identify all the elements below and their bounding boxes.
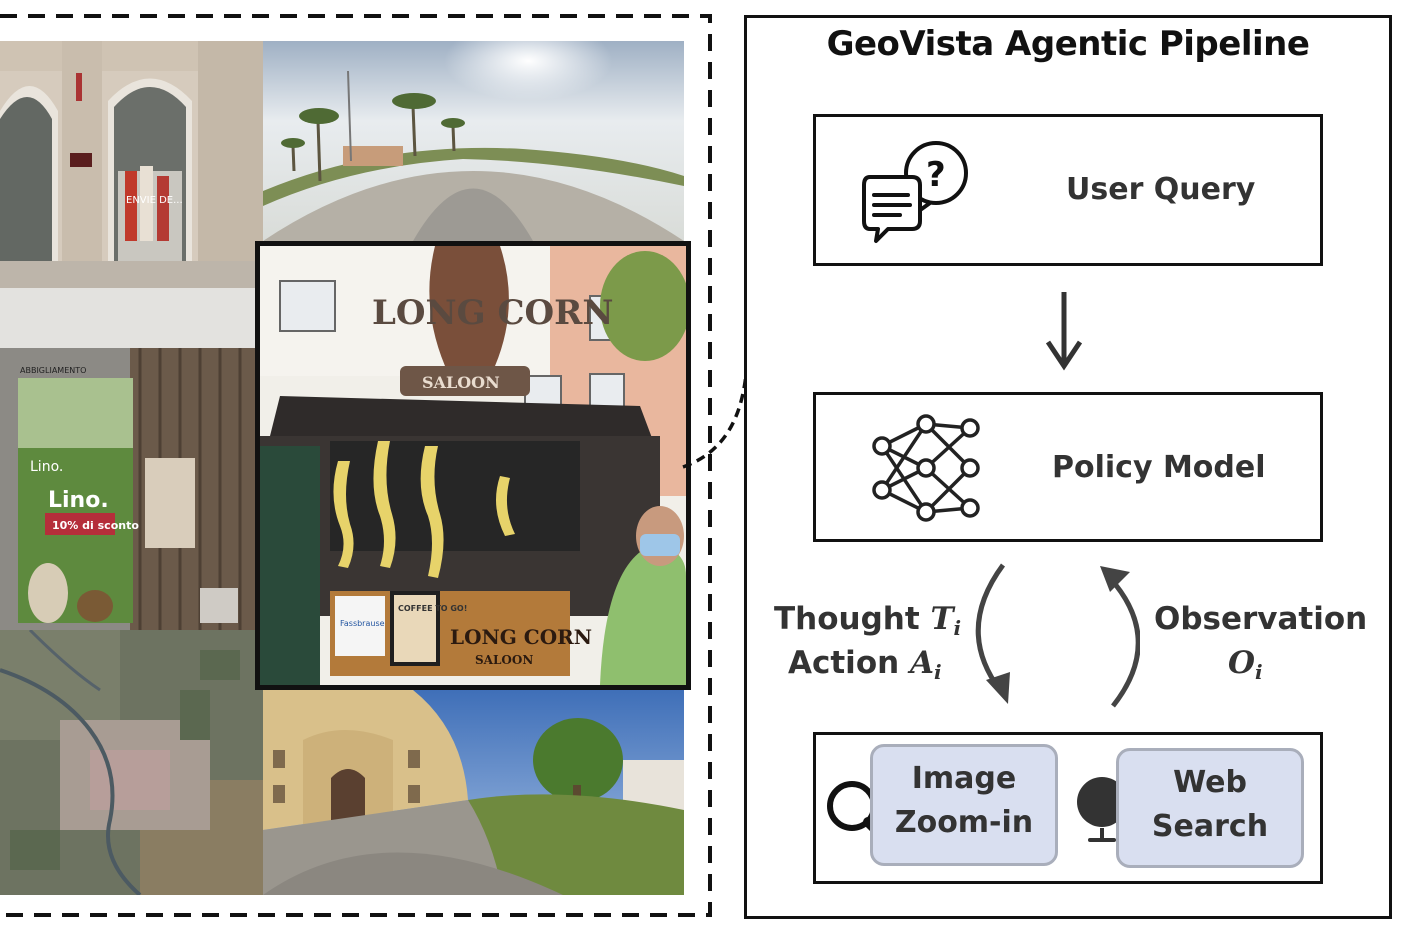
observation-symbol: O (1228, 645, 1256, 681)
thought-subscript: i (953, 616, 962, 640)
observation-label: Observation (1154, 601, 1368, 637)
photo-storefront: ENVIE DE... (0, 41, 263, 288)
lino-promo-text: 10% di sconto (52, 519, 139, 532)
chat-question-icon: ? (862, 141, 968, 243)
policy-model-label: Policy Model (1052, 450, 1266, 485)
pipeline-title: GeoVista Agentic Pipeline (826, 24, 1310, 64)
photo-panorama-palms (263, 41, 684, 241)
web-search-line2: Search (1151, 809, 1269, 844)
collage-dashed-frame (0, 14, 712, 917)
photo-food-truck: LONG CORN SALOON Fassbrause COFFEE TO GO… (255, 241, 691, 690)
photo-satellite (0, 630, 263, 895)
down-arrow (1045, 292, 1083, 371)
observation-symbol-wrap: Oi (1228, 645, 1263, 684)
thought-symbol: T (930, 601, 954, 637)
photo-courtyard (263, 690, 684, 895)
truck-panel-brand-text: LONG CORN (450, 625, 592, 649)
truck-sign-text: LONG CORN (372, 293, 614, 333)
neural-network-icon (872, 414, 980, 522)
lino-brand-text: Lino. (48, 488, 109, 513)
action-arrow (975, 563, 1140, 708)
image-zoom-in-line2: Zoom-in (894, 805, 1034, 840)
truck-panel-sub-text: SALOON (475, 653, 533, 667)
observation-subscript: i (1255, 660, 1263, 684)
thought-label: Thought Ti (774, 601, 961, 640)
action-subscript: i (934, 660, 942, 684)
photo-store-interior: Lino. Lino. 10% di sconto ABBIGLIAMENTO (0, 288, 255, 630)
user-query-label: User Query (1066, 172, 1256, 207)
lino-small-text: Lino. (30, 459, 63, 475)
brause-poster-text: Fassbrause (340, 619, 385, 628)
store-sign-text: ABBIGLIAMENTO (20, 366, 86, 375)
action-label: Action Ai (788, 645, 942, 684)
coffee-poster-text: COFFEE TO GO! (398, 604, 467, 613)
action-symbol: A (909, 645, 935, 681)
thought-word: Thought (774, 601, 920, 637)
web-search-tool[interactable]: Web Search (1116, 748, 1304, 868)
image-zoom-in-line1: Image (911, 761, 1017, 796)
action-word: Action (788, 645, 900, 681)
image-zoom-in-tool[interactable]: Image Zoom-in (870, 744, 1058, 866)
storefront-sign-text: ENVIE DE... (126, 195, 183, 206)
web-search-line1: Web (1173, 765, 1247, 800)
svg-text:?: ? (926, 155, 946, 195)
truck-subsign-text: SALOON (422, 373, 500, 392)
